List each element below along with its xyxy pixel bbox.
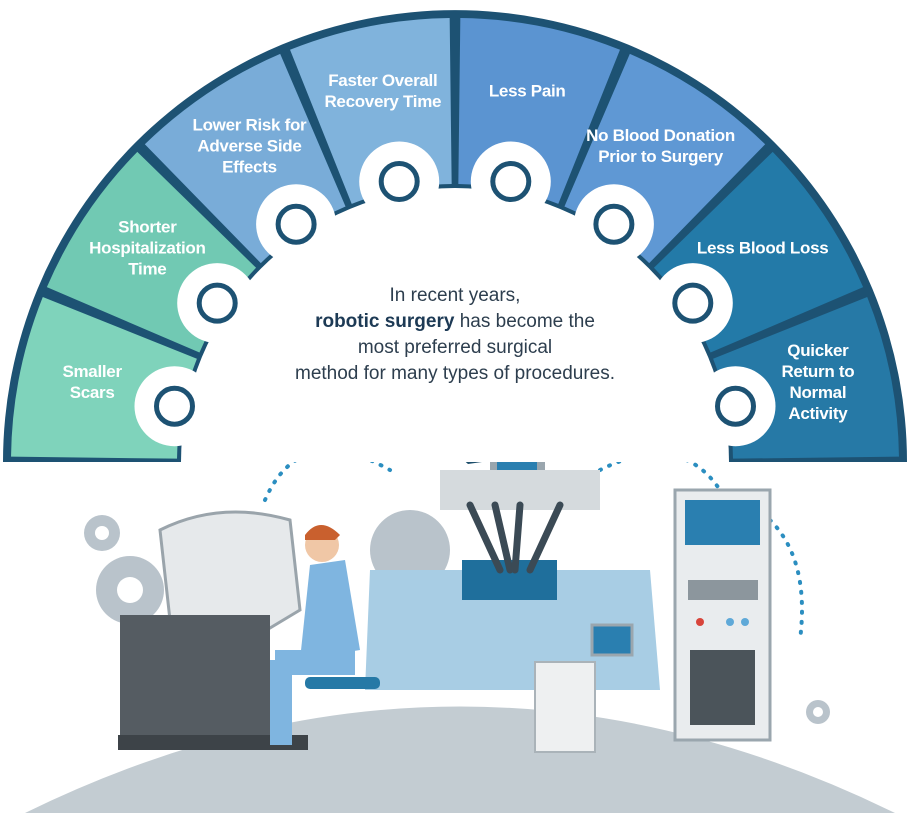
benefit-label: Lower Risk for Adverse Side Effects	[192, 115, 307, 177]
hospital-icon	[177, 263, 258, 344]
clock-icon-glyph	[378, 160, 420, 202]
gear-icon	[84, 515, 120, 551]
gear-icon	[370, 510, 450, 590]
benefit-label: Less Blood Loss	[696, 238, 829, 258]
intro-line-3: most preferred surgical	[357, 337, 553, 358]
intro-line-1: In recent years,	[389, 285, 521, 306]
bandage-icon-glyph	[490, 160, 532, 202]
floor	[25, 706, 895, 813]
gear-icon	[806, 700, 830, 724]
intro-bold: robotic surgery	[315, 311, 455, 332]
heart-drop-icon	[652, 263, 733, 344]
gear-icon	[96, 556, 164, 624]
benefit-label: Less Pain	[488, 81, 566, 101]
benefits-arc	[3, 10, 907, 462]
brain-atom-icon	[256, 184, 337, 265]
treadmill-icon	[695, 366, 776, 447]
treadmill-icon-glyph	[715, 385, 757, 427]
benefit-label: Smaller Scars	[62, 361, 122, 402]
surgeon	[305, 528, 339, 562]
benefit-label: Shorter Hospitalization Time	[89, 217, 206, 279]
intro-line-2: has become the	[454, 311, 595, 332]
operating-table	[365, 570, 660, 690]
brain-atom-icon-glyph	[275, 203, 317, 245]
bandage-icon	[470, 141, 551, 222]
instrument-cart	[534, 661, 596, 753]
scalpel-icon-glyph	[153, 385, 195, 427]
scalpel-icon	[134, 366, 215, 447]
equipment-tower	[673, 488, 772, 742]
blood-bag-icon	[573, 184, 654, 265]
clock-icon	[359, 141, 440, 222]
dotted-lines	[263, 448, 804, 642]
benefit-label: No Blood Donation Prior to Surgery	[586, 126, 735, 167]
intro-line-4: method for many types of procedures.	[295, 363, 615, 384]
blood-bag-icon-glyph	[593, 203, 635, 245]
robot-arms	[466, 501, 564, 574]
hospital-icon-glyph	[196, 282, 238, 324]
surgeon-console	[158, 510, 302, 642]
heart-drop-icon-glyph	[672, 282, 714, 324]
benefit-label: Faster Overall Recovery Time	[324, 71, 442, 112]
intro-text: In recent years, robotic surgery has bec…	[255, 283, 655, 387]
benefit-label: Quicker Return to Normal Activity	[781, 340, 855, 423]
